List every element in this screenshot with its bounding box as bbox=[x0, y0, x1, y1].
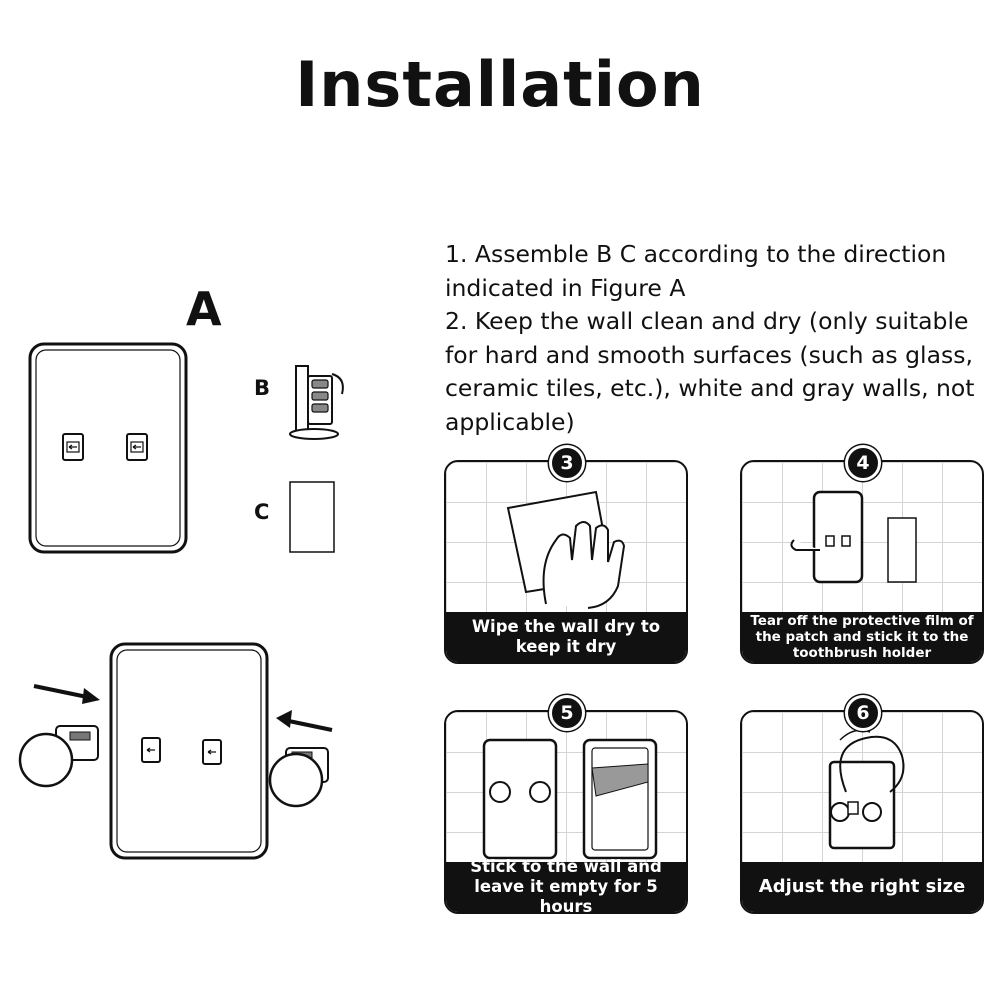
step-6-caption: Adjust the right size bbox=[742, 862, 982, 912]
assembly-illustration bbox=[18, 642, 333, 860]
hook-slot-left-icon bbox=[62, 433, 84, 461]
label-b: B bbox=[254, 376, 271, 400]
step-5-badge: 5 bbox=[549, 695, 585, 731]
step-3-panel: Wipe the wall dry to keep it dry bbox=[444, 460, 688, 664]
attach-patch-icon bbox=[790, 490, 917, 584]
step-4-badge: 4 bbox=[845, 445, 881, 481]
wipe-hand-icon bbox=[506, 490, 626, 609]
step-5-panel: Stick to the wall and leave it empty for… bbox=[444, 710, 688, 914]
step-4-caption: Tear off the protective film of the patc… bbox=[742, 612, 982, 662]
arrow-right-icon bbox=[33, 684, 100, 704]
arrow-left-icon bbox=[276, 710, 333, 732]
hook-slot-left-icon bbox=[141, 737, 161, 763]
adjust-size-icon bbox=[828, 729, 905, 850]
page-title: Installation bbox=[295, 48, 705, 121]
instruction-1: 1. Assemble B C according to the directi… bbox=[445, 240, 947, 302]
hook-left-icon bbox=[18, 725, 99, 788]
step-6-badge: 6 bbox=[845, 695, 881, 731]
hook-right-icon bbox=[268, 747, 329, 808]
step-3-badge: 3 bbox=[549, 445, 585, 481]
stick-wall-icon bbox=[482, 738, 658, 860]
step-5-caption: Stick to the wall and leave it empty for… bbox=[446, 857, 686, 912]
label-c: C bbox=[254, 500, 270, 524]
plate-a-illustration bbox=[28, 342, 188, 554]
hook-slot-right-icon bbox=[126, 433, 148, 461]
instructions: 1. Assemble B C according to the directi… bbox=[445, 238, 995, 439]
part-c-patch-illustration bbox=[289, 481, 335, 553]
label-a: A bbox=[186, 282, 222, 336]
hook-slot-right-icon bbox=[202, 739, 222, 765]
step-6-panel: Adjust the right size bbox=[740, 710, 984, 914]
step-3-caption: Wipe the wall dry to keep it dry bbox=[446, 612, 686, 662]
step-4-panel: Tear off the protective film of the patc… bbox=[740, 460, 984, 664]
part-b-hook-illustration bbox=[289, 365, 344, 440]
instruction-2: 2. Keep the wall clean and dry (only sui… bbox=[445, 307, 975, 436]
